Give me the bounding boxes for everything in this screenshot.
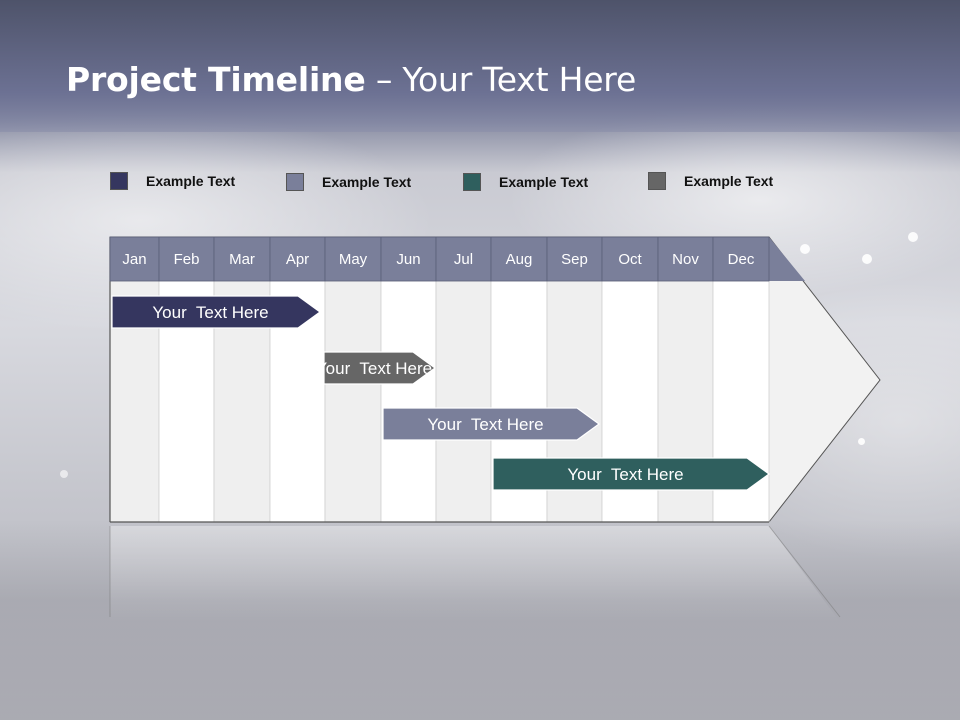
month-header-cell	[712, 236, 770, 282]
legend-item: Example Text	[286, 172, 411, 192]
task-bar: Your Text Here	[316, 351, 437, 385]
sparkle-light	[908, 232, 918, 242]
title-rest: – Your Text Here	[365, 60, 637, 99]
month-label: Jun	[396, 251, 420, 268]
month-label: May	[339, 251, 368, 268]
month-header-cell	[657, 236, 714, 282]
reflection-edge	[768, 525, 841, 618]
sparkle-light	[60, 470, 68, 478]
legend-swatch	[648, 172, 666, 190]
month-column	[324, 280, 382, 523]
legend-swatch	[286, 173, 304, 191]
task-bar-shape	[382, 407, 601, 441]
sparkle-light	[858, 438, 865, 445]
timeline-reflection	[109, 525, 841, 622]
slide-title: Project Timeline – Your Text Here	[66, 60, 636, 99]
month-label: Oct	[618, 251, 642, 268]
legend-item: Example Text	[648, 171, 773, 191]
task-bar: Your Text Here	[382, 407, 601, 441]
sparkle-light	[862, 254, 872, 264]
month-label: Mar	[229, 251, 255, 268]
reflection-shape	[110, 526, 840, 622]
month-label: Sep	[561, 251, 588, 268]
task-bar-label: Your Text Here	[567, 465, 683, 484]
month-header-cell	[109, 236, 160, 282]
task-bar-label: Your Text Here	[316, 359, 432, 378]
month-header-row: Jan Feb Mar Apr May Jun Jul Aug Sep Oct Nov Dec	[109, 236, 805, 282]
month-label: Jul	[454, 251, 473, 268]
task-bar-shape	[492, 457, 771, 491]
month-header-cell	[380, 236, 437, 282]
title-bold: Project Timeline	[66, 60, 366, 99]
month-label: Aug	[506, 251, 533, 268]
legend-label: Example Text	[146, 173, 236, 189]
task-bar-shape	[111, 295, 322, 329]
task-bar-label: Your Text Here	[152, 303, 268, 322]
sparkle-light	[800, 244, 810, 254]
task-bar-shape	[323, 351, 437, 385]
month-column	[380, 280, 437, 523]
legend-label: Example Text	[499, 174, 589, 190]
header-arrow-cap	[769, 237, 805, 281]
legend-label: Example Text	[684, 173, 774, 189]
month-label: Jan	[122, 251, 146, 268]
month-header-cell	[158, 236, 215, 282]
month-header-cell	[601, 236, 659, 282]
header-band	[0, 0, 960, 132]
month-header-cell	[490, 236, 548, 282]
task-bar: Your Text Here	[492, 457, 771, 491]
month-header-cell	[546, 236, 603, 282]
legend-swatch	[463, 173, 481, 191]
legend-swatch	[110, 172, 128, 190]
task-bar-label: Your Text Here	[427, 415, 543, 434]
month-label: Dec	[728, 251, 755, 268]
month-column	[435, 280, 492, 523]
task-bar: Your Text Here	[111, 295, 322, 329]
month-label: Nov	[672, 251, 699, 268]
month-header-cell	[435, 236, 492, 282]
legend-item: Example Text	[110, 171, 235, 191]
month-label: Feb	[174, 251, 200, 268]
month-header-cell	[269, 236, 326, 282]
legend-label: Example Text	[322, 174, 412, 190]
month-label: Apr	[286, 251, 309, 268]
month-header-cell	[324, 236, 382, 282]
legend-item: Example Text	[463, 172, 588, 192]
